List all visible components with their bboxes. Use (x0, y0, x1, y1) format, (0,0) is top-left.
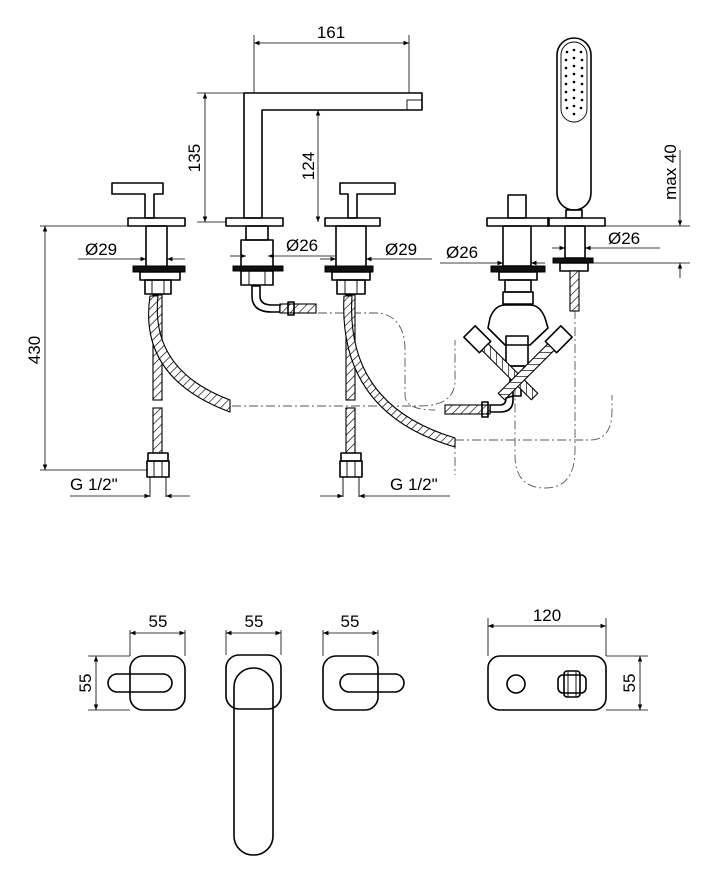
dim-dia-26-diverter: Ø26 (440, 243, 545, 266)
dim-label-124: 124 (299, 152, 318, 180)
top-left-handle: 55 55 (76, 612, 186, 711)
dim-label-dia-26-diverter: Ø26 (446, 243, 478, 262)
dim-label-top-left-h: 55 (76, 674, 95, 693)
shower-nozzles (564, 48, 584, 116)
dim-label-dia-29-left: Ø29 (85, 240, 117, 259)
dim-thread-left: G 1/2" (70, 475, 190, 499)
dim-label-135: 135 (185, 144, 204, 172)
dim-label-dia-26-handshower: Ø26 (608, 229, 640, 248)
dim-max-40: max 40 (593, 144, 690, 278)
hand-shower (547, 37, 606, 312)
top-diverter-plate: 120 55 (487, 606, 648, 711)
dim-430: 430 (25, 225, 147, 471)
diverter (444, 194, 573, 418)
dim-dia-26-handshower: Ø26 (552, 229, 660, 251)
dim-thread-right: G 1/2" (320, 475, 450, 499)
dim-dia-26-spout: Ø26 (230, 236, 335, 259)
dim-124: 124 (262, 109, 325, 222)
dim-label-top-right-w: 55 (341, 612, 360, 631)
spout (225, 92, 423, 316)
dim-label-top-spout-w: 55 (245, 612, 264, 631)
dim-135: 135 (185, 92, 244, 223)
top-view: 55 55 55 55 (76, 606, 648, 856)
dim-label-max-40: max 40 (661, 144, 680, 200)
front-view: 161 135 124 max 40 Ø29 Ø26 (25, 23, 690, 499)
top-right-handle: 55 (322, 612, 405, 711)
dim-label-thread-left: G 1/2" (70, 475, 118, 494)
right-valve (324, 182, 456, 497)
dim-label-top-diverter-h: 55 (620, 674, 639, 693)
dim-161: 161 (253, 23, 410, 93)
hose-routing-lines (232, 310, 613, 489)
left-valve (111, 182, 231, 497)
dim-label-thread-right: G 1/2" (390, 475, 438, 494)
dim-dia-29-left: Ø29 (78, 240, 185, 262)
dim-label-dia-29-right: Ø29 (385, 240, 417, 259)
dim-label-161: 161 (317, 23, 345, 42)
top-spout: 55 (225, 612, 282, 856)
dim-label-top-left-w: 55 (149, 612, 168, 631)
dim-label-dia-26-spout: Ø26 (286, 236, 318, 255)
dim-label-top-diverter-w: 120 (533, 606, 561, 625)
dim-dia-29-right: Ø29 (320, 240, 432, 262)
dim-label-430: 430 (25, 336, 44, 364)
